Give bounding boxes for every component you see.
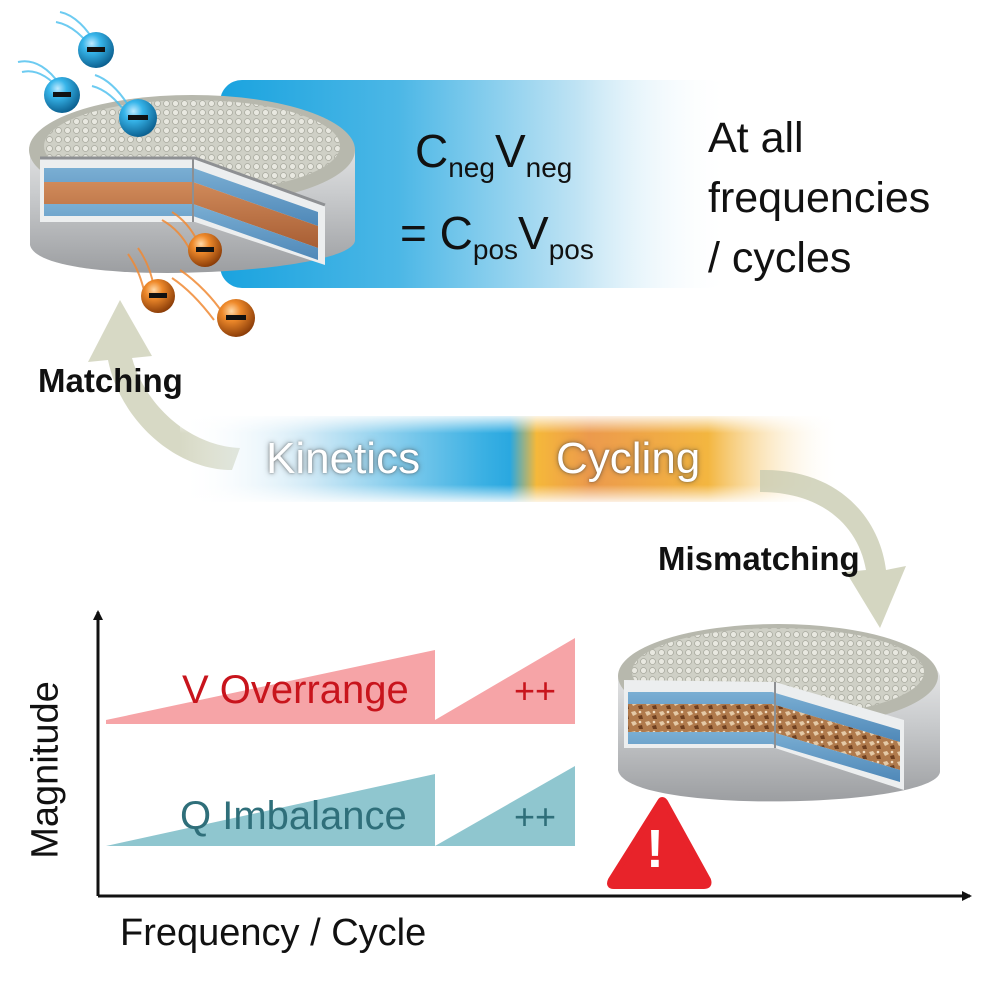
- ion-blue-3: [119, 99, 157, 137]
- ion-orange-2: [141, 279, 175, 313]
- equation-line-1: CnegVneg: [415, 124, 572, 184]
- q-imbalance-plus: ++: [514, 796, 557, 837]
- condition-note-line-2: frequencies: [708, 174, 931, 222]
- cycling-label: Cycling: [556, 434, 701, 483]
- ion-blue-1: [44, 77, 80, 113]
- kinetics-cycling-band: [180, 416, 840, 502]
- q-imbalance-sawtooth: [106, 766, 575, 846]
- mismatching-label: Mismatching: [658, 540, 860, 577]
- negative-ions-orange: [127, 211, 255, 337]
- matching-label: Matching: [38, 362, 183, 399]
- v-overrange-plus: ++: [514, 670, 557, 711]
- arrow-to-mismatching: [760, 469, 906, 628]
- condition-note: At all frequencies / cycles: [708, 108, 930, 288]
- ion-blue-2: [78, 32, 114, 68]
- warning-exclamation: !: [646, 819, 664, 879]
- ion-orange-3: [217, 299, 255, 337]
- eq-v-pos-sub: pos: [548, 234, 594, 265]
- battery-mismatching-illustration: [618, 624, 940, 802]
- condition-note-line-3: / cycles: [708, 234, 852, 282]
- y-axis-label: Magnitude: [24, 681, 67, 859]
- condition-note-line-1: At all: [708, 114, 804, 162]
- battery-matching-illustration: [29, 95, 355, 273]
- eq-c-pos-sub: pos: [472, 234, 519, 265]
- eq-v-pos: V: [518, 207, 549, 259]
- eq-c-pos: C: [439, 207, 473, 259]
- eq-c-neg: C: [415, 125, 449, 177]
- arrow-to-matching: [88, 300, 240, 470]
- warning-icon: [607, 797, 712, 889]
- plot-axes: [93, 610, 972, 901]
- negative-ions-blue: [17, 11, 157, 137]
- v-overrange-label: V Overrange: [182, 668, 409, 712]
- ion-orange-1: [188, 233, 222, 267]
- kinetics-label: Kinetics: [266, 434, 421, 483]
- v-overrange-sawtooth: [106, 638, 575, 724]
- equation-line-2: = CposVpos: [400, 206, 594, 266]
- eq-equals: =: [400, 207, 440, 259]
- x-axis-label: Frequency / Cycle: [120, 912, 427, 954]
- eq-v-neg-sub: neg: [525, 152, 573, 183]
- eq-c-neg-sub: neg: [448, 152, 495, 183]
- eq-v-neg: V: [494, 125, 526, 177]
- q-imbalance-label: Q Imbalance: [180, 794, 407, 838]
